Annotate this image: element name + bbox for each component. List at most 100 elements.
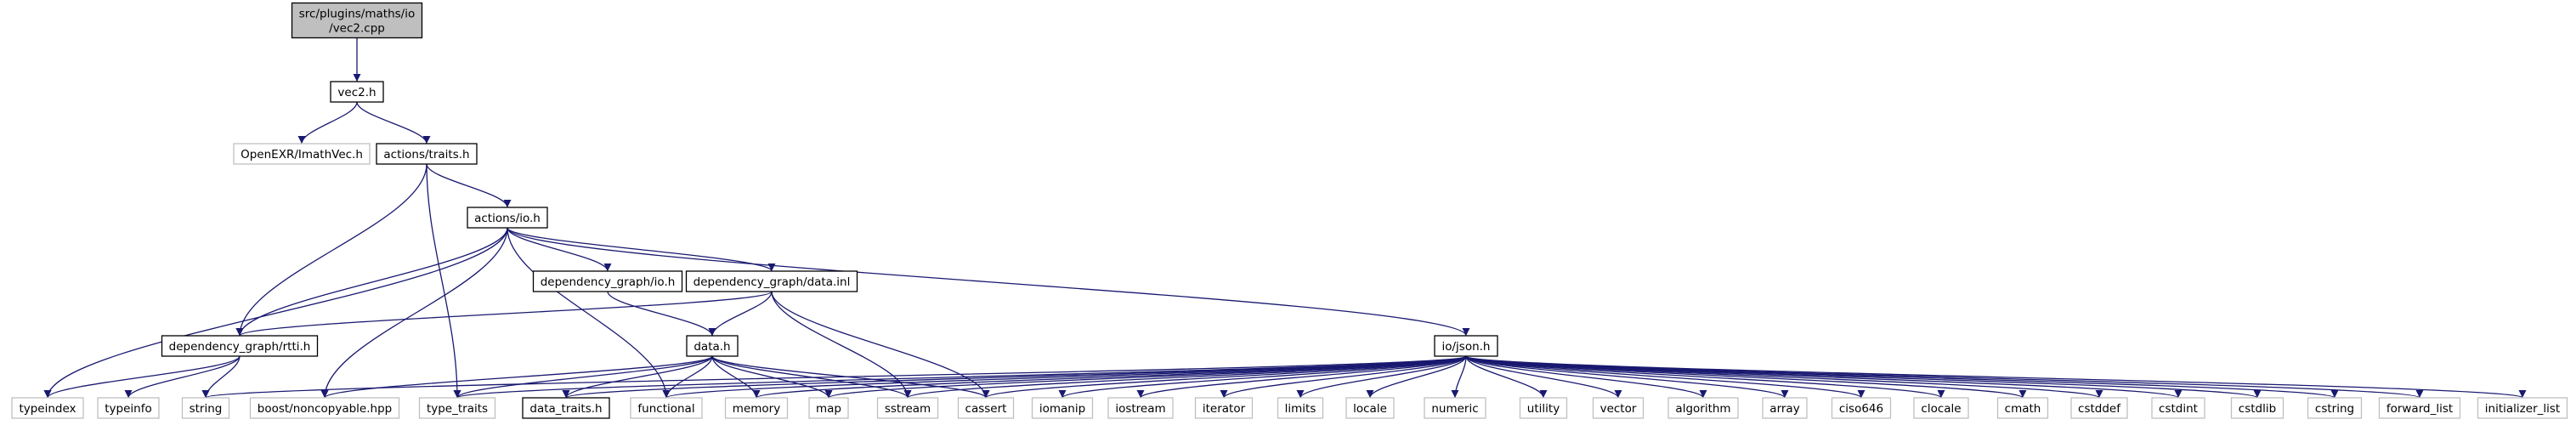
node-box — [2378, 397, 2461, 419]
edge-datah-to-map — [711, 355, 833, 399]
edge-json-to-ciso646 — [1465, 355, 1865, 399]
node-memory: memory — [724, 397, 789, 419]
nodes-layer: src/plugins/maths/io/vec2.cpp vec2.hOpenE… — [11, 2, 2568, 419]
node-box — [1592, 397, 1645, 419]
node-box — [418, 397, 496, 419]
node-label: /vec2.cpp — [329, 22, 385, 36]
edge-vec2-to-imath — [297, 101, 358, 144]
node-label: OpenEXR/ImathVec.h — [241, 148, 363, 162]
edges-layer — [43, 37, 2526, 399]
edge-traits-to-type-traits — [426, 163, 461, 399]
node-label: array — [1769, 402, 1799, 416]
node-label: forward_list — [2386, 402, 2453, 416]
node-box — [1107, 397, 1174, 419]
node-string: string — [181, 397, 230, 419]
edge-aio-to-noncopyable — [320, 227, 508, 399]
node-cstring: cstring — [2307, 397, 2363, 419]
node-label: numeric — [1431, 402, 1478, 416]
node-box — [522, 397, 610, 419]
edge-json-to-vector — [1465, 355, 1622, 399]
node-box — [249, 397, 400, 419]
edge-json-to-initializer-list — [1465, 355, 2526, 399]
node-box — [1667, 397, 1739, 419]
node-label: functional — [637, 402, 694, 416]
edge-datah-to-sstream — [711, 355, 912, 399]
node-root[interactable]: src/plugins/maths/io/vec2.cpp — [291, 2, 423, 39]
node-box — [2307, 397, 2363, 419]
node-box — [161, 335, 319, 357]
edge-aio-to-json — [507, 227, 1470, 337]
node-box — [1194, 397, 1254, 419]
node-label: algorithm — [1675, 402, 1730, 416]
node-label: clocale — [1921, 402, 1961, 416]
edge-rtti-to-typeinfo — [124, 355, 241, 399]
node-datah[interactable]: data.h — [686, 335, 739, 357]
edge-datah-to-data-traits — [562, 355, 713, 399]
edge-vec2-to-traits — [356, 101, 431, 144]
node-label: vec2.h — [337, 86, 376, 99]
node-traits[interactable]: actions/traits.h — [376, 143, 478, 165]
edge-aio-to-dgdatainl — [507, 227, 776, 272]
node-rtti[interactable]: dependency_graph/rtti.h — [161, 335, 319, 357]
node-data-traits[interactable]: data_traits.h — [522, 397, 610, 419]
node-iomanip: iomanip — [1031, 397, 1094, 419]
edge-json-to-utility — [1465, 355, 1548, 399]
node-box — [686, 335, 739, 357]
edge-traits-to-rtti — [235, 163, 427, 337]
node-box — [291, 2, 423, 39]
node-box — [1913, 397, 1969, 419]
node-box — [876, 397, 939, 419]
node-utility: utility — [1519, 397, 1568, 419]
edge-json-to-iostream — [1136, 355, 1467, 399]
edge-aio-to-rtti — [235, 227, 508, 337]
node-vec2[interactable]: vec2.h — [330, 81, 384, 103]
node-label: cstddef — [2078, 402, 2121, 416]
edge-json-to-type-traits — [454, 355, 1467, 399]
node-dgio[interactable]: dependency_graph/io.h — [532, 270, 683, 292]
edge-rtti-to-string — [201, 355, 241, 399]
node-label: actions/io.h — [474, 212, 541, 225]
node-aio[interactable]: actions/io.h — [467, 207, 548, 229]
node-box — [1424, 397, 1486, 419]
edge-json-to-cassert — [982, 355, 1467, 399]
node-box — [1996, 397, 2049, 419]
node-box — [2477, 397, 2568, 419]
node-dgdatainl[interactable]: dependency_graph/data.inl — [685, 270, 858, 292]
node-label: string — [190, 402, 223, 416]
edge-aio-to-functional — [507, 227, 671, 399]
node-label: io/json.h — [1441, 340, 1490, 354]
node-box — [808, 397, 849, 419]
node-typeinfo: typeinfo — [97, 397, 160, 419]
node-box — [233, 143, 371, 165]
node-box — [1345, 397, 1395, 419]
node-box — [1031, 397, 1094, 419]
node-box — [376, 143, 478, 165]
node-box — [532, 270, 683, 292]
edge-json-to-iterator — [1220, 355, 1467, 399]
node-label: typeindex — [19, 402, 76, 416]
node-box — [2151, 397, 2205, 419]
node-json[interactable]: io/json.h — [1434, 335, 1498, 357]
node-box — [97, 397, 160, 419]
node-label: iostream — [1115, 402, 1165, 416]
node-noncopyable: boost/noncopyable.hpp — [249, 397, 400, 419]
node-label: boost/noncopyable.hpp — [258, 402, 392, 416]
node-label: iterator — [1203, 402, 1246, 416]
edge-json-to-algorithm — [1465, 355, 1707, 399]
node-vector: vector — [1592, 397, 1645, 419]
edge-dgdatainl-to-cassert — [771, 291, 990, 399]
node-label: cassert — [965, 402, 1007, 416]
node-box — [1762, 397, 1808, 419]
edge-json-to-iomanip — [1058, 355, 1467, 399]
node-label: locale — [1353, 402, 1387, 416]
node-initializer-list: initializer_list — [2477, 397, 2568, 419]
node-cstdint: cstdint — [2151, 397, 2205, 419]
node-clocale: clocale — [1913, 397, 1969, 419]
node-label: data.h — [694, 340, 730, 354]
node-sstream: sstream — [876, 397, 939, 419]
node-limits: limits — [1277, 397, 1324, 419]
node-label: src/plugins/maths/io — [299, 8, 415, 21]
node-cstddef: cstddef — [2070, 397, 2128, 419]
edge-datah-to-noncopyable — [320, 355, 713, 399]
node-label: sstream — [885, 402, 931, 416]
